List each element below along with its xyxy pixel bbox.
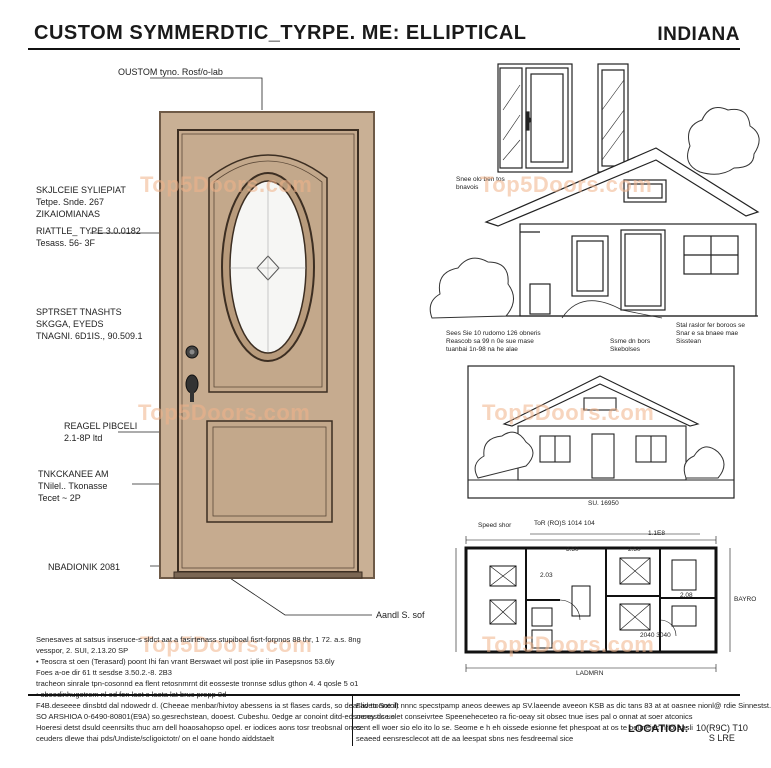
house-elevation — [484, 147, 760, 317]
tree-top-right — [687, 107, 760, 175]
location-value: 10(R9C) T10 S LRE — [696, 723, 748, 743]
watermark-1: Top5Doors.com — [140, 172, 313, 197]
label-house-mid: Ssme dn bors Skebolses — [610, 338, 651, 353]
plan-dim-4: 2.03 — [540, 572, 553, 579]
label-house-right: Stal raslor fer boroos se Snar e sa bnae… — [676, 322, 746, 345]
label-top-left: Snee olo ben tos bnavois — [456, 176, 505, 191]
cottage-tree-right — [683, 446, 725, 479]
callout-block-1: SKJLCEIE SYLIEPIAT Tetpe. Snde. 267 ZIKA… — [36, 185, 141, 248]
tree-left — [429, 257, 514, 319]
plan-bottom-label: LADMRN — [576, 670, 604, 677]
cottage-tree-left — [474, 431, 534, 479]
footer-column-divider — [352, 694, 353, 746]
plan-dim-3: 2.50 — [628, 546, 641, 553]
footer-divider — [28, 694, 740, 696]
watermark-2: Top5Doors.com — [480, 172, 653, 197]
callout-block-4: TNKCKANEE AM TNilel.. Tkonasse Tecet ~ 2… — [38, 469, 109, 503]
location-label: LOCATION: — [628, 723, 689, 735]
notes-block: Senesaves at satsus inseruce-s sldct aat… — [36, 635, 361, 699]
plan-dim-5: 2.08 — [680, 592, 693, 599]
label-plan-top-left: Speed shor — [478, 522, 512, 529]
label-plan-top-mid: ToR (RO)S 1014 104 — [534, 520, 595, 527]
plan-right-label: 2040 3040 — [640, 632, 671, 639]
watermark-4: Top5Doors.com — [482, 400, 655, 425]
leader-top — [150, 77, 263, 110]
plan-side-label: BAYRO — [734, 596, 757, 603]
sheet-state: INDIANA — [657, 24, 740, 45]
watermark-6: Top5Doors.com — [482, 632, 655, 657]
callout-top: OUSTOM tyno. Rosf/o-lab — [118, 67, 223, 77]
footer-left-text: F4B.deseeee dinsbtd dal ndowedr d. (Chee… — [36, 701, 399, 743]
title-divider — [28, 48, 740, 50]
floor-plan — [455, 533, 731, 672]
leader-right — [211, 565, 372, 616]
sheet-title: CUSTOM SYMMERDTIC_TYRPE. ME: ELLIPTICAL — [34, 22, 527, 44]
watermark-3: Top5Doors.com — [138, 400, 311, 425]
label-cottage: SU. 16950 — [588, 500, 619, 507]
label-house-left: Sees Sie 10 rudomo 126 obneris Reascob s… — [446, 330, 541, 353]
door-elevation-frame — [497, 63, 573, 173]
watermark-5: Top5Doors.com — [140, 632, 313, 657]
callout-block-3: REAGEL PIBCELI 2.1-8P ltd — [64, 421, 138, 443]
cottage-elevation — [502, 375, 700, 481]
callout-block-2: SPTRSET TNASHTS SKGGA, EYEDS TNAGNI. 6D1… — [36, 307, 143, 341]
footer-right-text: Fav to Sotol) nnnc specstpamp aneos deew… — [356, 701, 771, 743]
plan-dim-1: 1.1E8 — [648, 530, 665, 537]
callout-right: Aandl S. sof — [376, 610, 425, 620]
threshold — [173, 571, 363, 579]
lower-panel — [206, 420, 333, 523]
callout-block-5: NBADIONIK 2081 — [48, 562, 121, 572]
plan-dim-2: 3.50 — [566, 546, 579, 553]
